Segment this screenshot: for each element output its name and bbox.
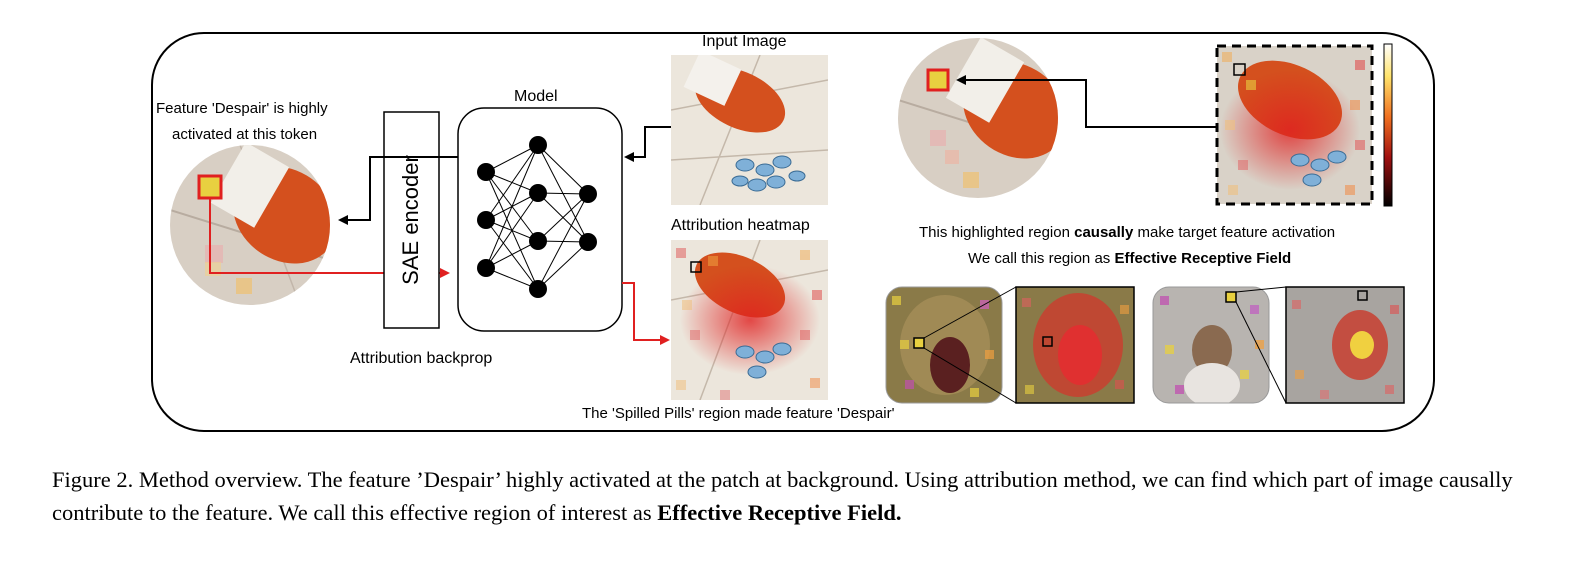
left-token-circle [170,145,330,305]
spilled-pills-label: The 'Spilled Pills' region made feature … [582,405,895,422]
attribution-backprop-label: Attribution backprop [350,350,493,367]
erf-line1-pre: This highlighted region [919,224,1075,241]
heatmap-token-box [690,261,702,273]
caption-bold: Effective Receptive Field. [657,500,902,525]
woman-connector-bottom [1235,301,1287,404]
lion-connector-top [923,286,1017,339]
sae-to-token-arrow [338,156,458,225]
erf-line1: This highlighted region causally make ta… [919,224,1335,241]
feature-note-line2: activated at this token [172,126,318,143]
input-to-model-arrow [624,126,671,162]
colorbar [1383,43,1393,207]
lion-token-box [913,337,925,349]
woman-token-box [1225,291,1237,303]
network-nodes [477,136,597,298]
outer-frame [151,32,1435,432]
erf-line1-bold: causally [1074,224,1134,241]
woman-example-frame [1152,286,1270,404]
sae-encoder-label: SAE encoder [398,155,423,285]
figure-caption: Figure 2. Method overview. The feature ’… [52,463,1542,529]
erf-line2-bold: Effective Receptive Field [1114,250,1292,267]
lion-heatmap-frame [1015,286,1135,404]
model-to-heatmap-arrow [622,282,670,345]
woman-connector-top [1235,286,1287,293]
big-heatmap-frame [1215,44,1374,206]
woman-heatmap-frame [1285,286,1405,404]
input-image-label: Input Image [702,33,787,50]
model-box [457,107,623,332]
right-token-box [926,68,950,92]
feature-note-line1: Feature 'Despair' is highly [156,100,328,117]
erf-line2-pre: We call this region as [968,250,1115,267]
lion-heatmap-image [1016,287,1134,403]
attribution-heatmap-label: Attribution heatmap [671,217,810,234]
woman-example-image [1153,287,1269,403]
lion-example-frame [885,286,1003,404]
effective-receptive-field-heatmap [1217,46,1372,204]
erf-line1-post: make target feature activation [1133,224,1336,241]
right-token-circle [898,38,1058,198]
lion-heatmap-token-box [1042,336,1053,347]
woman-heatmap-token-box [1357,290,1368,301]
neural-network-icon [485,144,589,290]
input-image [671,55,828,205]
red-backprop-arrow [209,198,450,278]
woman-heatmap-image [1286,287,1404,403]
heatmap-to-circle-arrow [956,75,1218,128]
lion-connector-bottom [923,347,1017,404]
big-heatmap-token-box [1233,63,1246,76]
caption-text: Figure 2. Method overview. The feature ’… [52,467,1513,525]
lion-example-image [886,287,1002,403]
erf-line2: We call this region as Effective Recepti… [968,250,1291,267]
model-label: Model [514,88,558,105]
attribution-heatmap-image [671,240,828,400]
sae-encoder-box [383,111,440,329]
activated-token-box [197,174,223,200]
